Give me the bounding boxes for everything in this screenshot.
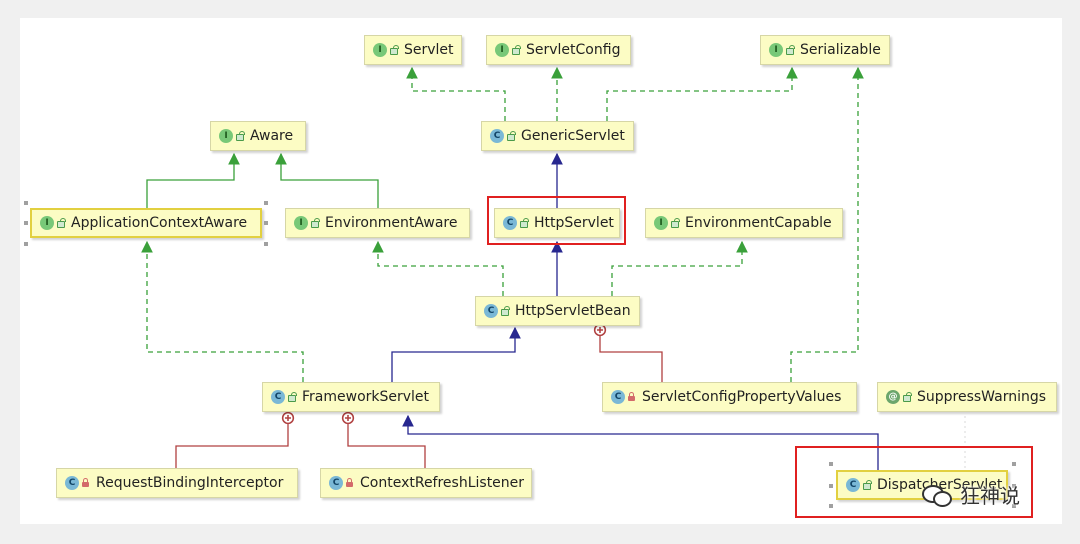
public-modifier-icon: [57, 218, 66, 228]
edge-requestbindinginterceptor-inner: [175, 411, 295, 468]
node-label: Serializable: [800, 42, 881, 58]
node-label: ServletConfigPropertyValues: [642, 389, 842, 405]
selection-handle[interactable]: [264, 201, 268, 205]
private-modifier-icon: [628, 392, 636, 402]
node-serializable[interactable]: I Serializable: [760, 35, 890, 65]
class-icon: C: [484, 304, 498, 318]
class-icon: C: [611, 390, 625, 404]
public-modifier-icon: [671, 218, 680, 228]
wechat-icon: [922, 483, 952, 507]
node-label: HttpServlet: [534, 215, 614, 231]
edge-servletconfigpropertyvalues-inner: [593, 323, 663, 382]
node-environment-aware[interactable]: I EnvironmentAware: [285, 208, 470, 238]
node-label: GenericServlet: [521, 128, 625, 144]
node-label: ApplicationContextAware: [71, 215, 248, 231]
class-icon: C: [503, 216, 517, 230]
highlight-box-http-servlet: [487, 196, 626, 245]
node-servlet-config[interactable]: I ServletConfig: [486, 35, 631, 65]
node-framework-servlet[interactable]: C FrameworkServlet: [262, 382, 440, 412]
node-http-servlet[interactable]: C HttpServlet: [494, 208, 620, 238]
edge-dispatcherservlet-frameworkservlet: [402, 414, 879, 470]
annotation-icon: @: [886, 390, 900, 404]
node-generic-servlet[interactable]: C GenericServlet: [481, 121, 634, 151]
selection-handle[interactable]: [264, 221, 268, 225]
public-modifier-icon: [903, 392, 912, 402]
selection-handle[interactable]: [1012, 484, 1016, 488]
selection-handle[interactable]: [24, 242, 28, 246]
public-modifier-icon: [288, 392, 297, 402]
node-http-servlet-bean[interactable]: C HttpServletBean: [475, 296, 640, 326]
edge-frameworkservlet-httpservletbean: [391, 326, 521, 382]
edge-httpservletbean-environmentcapable: [611, 240, 748, 296]
diagram-canvas: [20, 18, 1062, 524]
node-servlet[interactable]: I Servlet: [364, 35, 462, 65]
node-request-binding-interceptor[interactable]: C RequestBindingInterceptor: [56, 468, 298, 498]
node-label: ContextRefreshListener: [360, 475, 525, 491]
node-environment-capable[interactable]: I EnvironmentCapable: [645, 208, 843, 238]
interface-icon: I: [219, 129, 233, 143]
node-aware[interactable]: I Aware: [210, 121, 306, 151]
public-modifier-icon: [236, 131, 245, 141]
node-suppress-warnings[interactable]: @ SuppressWarnings: [877, 382, 1057, 412]
selection-handle[interactable]: [24, 221, 28, 225]
public-modifier-icon: [512, 45, 521, 55]
class-icon: C: [329, 476, 343, 490]
edge-environmentaware-aware: [275, 152, 379, 208]
node-label: Servlet: [404, 42, 454, 58]
private-modifier-icon: [346, 478, 354, 488]
class-icon: C: [65, 476, 79, 490]
private-modifier-icon: [82, 478, 90, 488]
public-modifier-icon: [520, 218, 529, 228]
node-label: SuppressWarnings: [917, 389, 1047, 405]
class-icon: C: [490, 129, 504, 143]
public-modifier-icon: [390, 45, 399, 55]
edge-httpservletbean-environmentaware: [372, 240, 504, 296]
selection-handle[interactable]: [1012, 462, 1016, 466]
edge-servletconfigpropertyvalues-serializable: [790, 66, 864, 382]
node-label: ServletConfig: [526, 42, 621, 58]
interface-icon: I: [495, 43, 509, 57]
node-application-context-aware[interactable]: I ApplicationContextAware: [30, 208, 262, 238]
interface-icon: I: [40, 216, 54, 230]
interface-icon: I: [294, 216, 308, 230]
selection-handle[interactable]: [264, 242, 268, 246]
highlight-box-dispatcher-servlet: [795, 446, 1033, 518]
selection-handle[interactable]: [829, 484, 833, 488]
edge-genericservlet-serializable: [606, 66, 798, 121]
edge-genericservlet-servlet: [406, 66, 506, 121]
public-modifier-icon: [863, 480, 872, 490]
public-modifier-icon: [501, 306, 510, 316]
node-label: FrameworkServlet: [302, 389, 430, 405]
node-label: EnvironmentCapable: [685, 215, 832, 231]
interface-icon: I: [769, 43, 783, 57]
public-modifier-icon: [311, 218, 320, 228]
selection-handle[interactable]: [829, 504, 833, 508]
edge-applicationcontextaware-aware: [146, 152, 240, 208]
node-label: RequestBindingInterceptor: [96, 475, 284, 491]
interface-icon: I: [373, 43, 387, 57]
class-icon: C: [271, 390, 285, 404]
watermark-text: 狂神说: [960, 484, 1020, 508]
edge-frameworkservlet-applicationcontextaware: [141, 240, 304, 382]
node-label: HttpServletBean: [515, 303, 631, 319]
node-label: EnvironmentAware: [325, 215, 458, 231]
watermark: 狂神说: [922, 480, 1020, 509]
interface-icon: I: [654, 216, 668, 230]
node-servlet-config-property-values[interactable]: C ServletConfigPropertyValues: [602, 382, 857, 412]
selection-handle[interactable]: [829, 462, 833, 466]
public-modifier-icon: [786, 45, 795, 55]
edge-contextrefreshlistener-inner: [341, 411, 426, 468]
selection-handle[interactable]: [1012, 504, 1016, 508]
node-context-refresh-listener[interactable]: C ContextRefreshListener: [320, 468, 532, 498]
class-icon: C: [846, 478, 860, 492]
node-label: Aware: [250, 128, 294, 144]
selection-handle[interactable]: [24, 201, 28, 205]
public-modifier-icon: [507, 131, 516, 141]
